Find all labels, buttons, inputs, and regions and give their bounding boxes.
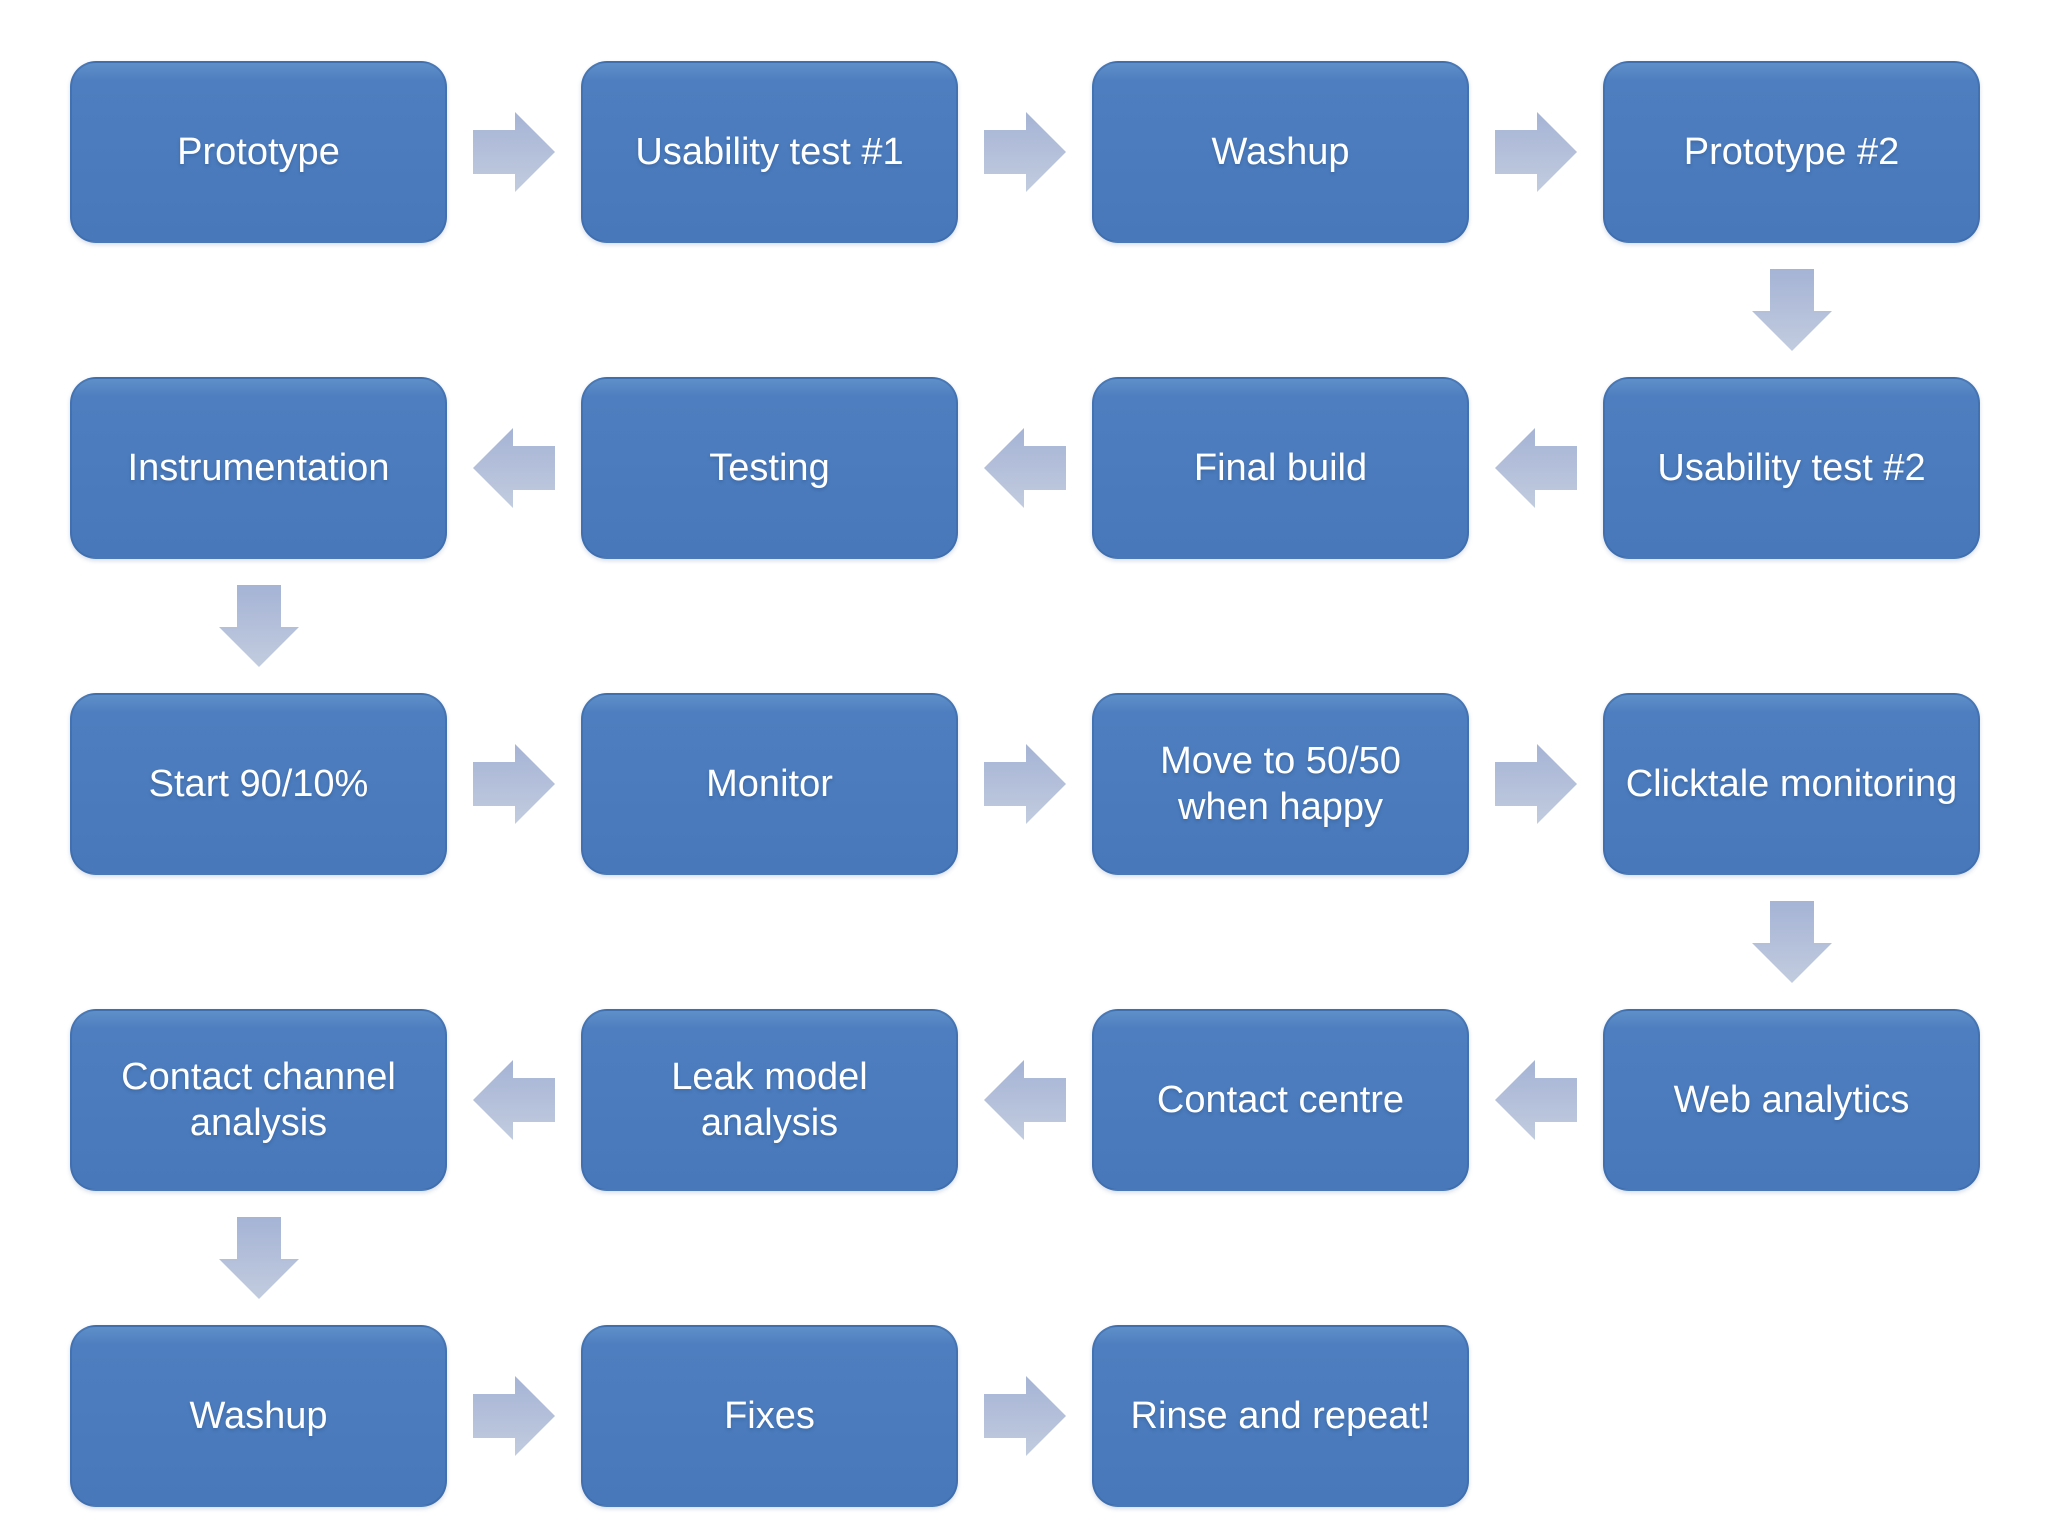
flow-node-testing: Testing <box>581 377 958 559</box>
flow-node-label: Leak model analysis <box>671 1055 868 1144</box>
arrow-left-icon <box>473 428 555 508</box>
flow-node-label: Start 90/10% <box>148 762 369 805</box>
flow-node-label: Web analytics <box>1673 1078 1910 1121</box>
flow-node-label: Contact centre <box>1156 1078 1405 1121</box>
arrow-right-icon <box>473 112 555 192</box>
flow-node-final-build: Final build <box>1092 377 1469 559</box>
flow-node-contact-channel-analysis: Contact channel analysis <box>70 1009 447 1191</box>
arrow-right-icon <box>473 744 555 824</box>
flow-node-washup: Washup <box>1092 61 1469 243</box>
flow-node-label: Move to 50/50 when happy <box>1160 739 1401 828</box>
flow-node-prototype-2: Prototype #2 <box>1603 61 1980 243</box>
flow-node-prototype: Prototype <box>70 61 447 243</box>
arrow-down-icon <box>218 585 299 667</box>
arrow-down-icon <box>218 1217 299 1299</box>
arrow-right-icon <box>984 1376 1066 1456</box>
flow-node-label: Washup <box>1211 130 1350 173</box>
flow-node-label: Instrumentation <box>127 446 390 489</box>
flow-node-label: Rinse and repeat! <box>1130 1394 1431 1437</box>
arrow-left-icon <box>1495 1060 1577 1140</box>
flow-node-rinse-and-repeat: Rinse and repeat! <box>1092 1325 1469 1507</box>
flow-node-label: Fixes <box>724 1394 815 1437</box>
flow-node-label: Usability test #1 <box>635 130 904 173</box>
arrow-down-icon <box>1751 901 1832 983</box>
flow-node-move-to-50-50-when-happy: Move to 50/50 when happy <box>1092 693 1469 875</box>
flow-node-usability-test-2: Usability test #2 <box>1603 377 1980 559</box>
arrow-right-icon <box>984 112 1066 192</box>
arrow-right-icon <box>1495 744 1577 824</box>
flow-node-label: Contact channel analysis <box>121 1055 396 1144</box>
arrow-left-icon <box>984 1060 1066 1140</box>
flow-node-web-analytics: Web analytics <box>1603 1009 1980 1191</box>
flow-node-label: Usability test #2 <box>1657 446 1926 489</box>
flow-node-label: Monitor <box>706 762 833 805</box>
arrow-right-icon <box>1495 112 1577 192</box>
arrow-left-icon <box>1495 428 1577 508</box>
flow-node-label: Washup <box>189 1394 328 1437</box>
arrow-down-icon <box>1751 269 1832 351</box>
arrow-left-icon <box>473 1060 555 1140</box>
flow-node-label: Prototype #2 <box>1683 130 1900 173</box>
flow-node-leak-model-analysis: Leak model analysis <box>581 1009 958 1191</box>
flow-node-instrumentation: Instrumentation <box>70 377 447 559</box>
flow-node-washup-2: Washup <box>70 1325 447 1507</box>
flow-node-monitor: Monitor <box>581 693 958 875</box>
flow-node-label: Prototype <box>177 130 340 173</box>
arrow-left-icon <box>984 428 1066 508</box>
flow-node-label: Testing <box>709 446 830 489</box>
flow-node-contact-centre: Contact centre <box>1092 1009 1469 1191</box>
flow-node-usability-test-1: Usability test #1 <box>581 61 958 243</box>
flow-node-clicktale-monitoring: Clicktale monitoring <box>1603 693 1980 875</box>
arrow-right-icon <box>984 744 1066 824</box>
flow-node-label: Final build <box>1193 446 1368 489</box>
flow-node-label: Clicktale monitoring <box>1625 762 1958 805</box>
flow-node-start-90-10: Start 90/10% <box>70 693 447 875</box>
flow-node-fixes: Fixes <box>581 1325 958 1507</box>
arrow-right-icon <box>473 1376 555 1456</box>
